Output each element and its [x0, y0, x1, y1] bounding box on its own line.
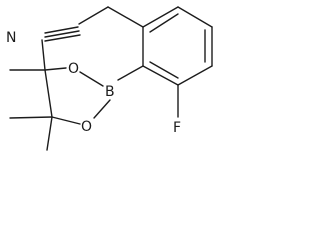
- oxygen-top-carbon-bond: [44, 67, 67, 71]
- fluoro-group: F: [173, 84, 181, 136]
- oxygen-top-label: O: [68, 61, 79, 77]
- boron-label: B: [105, 84, 115, 100]
- ring-bond-2: [177, 6, 213, 28]
- ch2-bond: [107, 6, 144, 28]
- ring-to-boron-bond: [117, 65, 144, 81]
- nitrogen-label: N: [6, 30, 16, 46]
- pinacol-boronate-group: B O O: [9, 39, 144, 151]
- nitrile-bond: [78, 6, 109, 25]
- ring-bond-5: [142, 65, 179, 86]
- oxygen-bottom-label: O: [81, 119, 92, 135]
- oxygen-bottom-carbon-bond: [51, 116, 81, 125]
- methyl-bond-1: [41, 39, 46, 71]
- triple-bond-line-3: [44, 34, 81, 42]
- triple-bond-line-1: [44, 26, 79, 34]
- fluorine-label: F: [173, 120, 181, 136]
- cyanomethyl-group: N: [6, 6, 144, 46]
- ring-bond-1: [142, 6, 179, 28]
- boron-oxygen-bottom-bond: [93, 99, 111, 119]
- ring-double-bond-3: [149, 61, 179, 79]
- ring-bond-4: [177, 65, 213, 86]
- molecule-structure-diagram: N F B O O: [6, 6, 213, 151]
- triple-bond-line-2: [44, 30, 80, 38]
- methyl-bond-4: [46, 116, 53, 151]
- ring-double-bond-1: [149, 13, 179, 33]
- benzene-ring: [142, 6, 213, 86]
- methyl-bond-3: [9, 116, 53, 119]
- boron-oxygen-top-bond: [79, 71, 104, 87]
- dioxaborolane-cc-bond: [44, 69, 53, 118]
